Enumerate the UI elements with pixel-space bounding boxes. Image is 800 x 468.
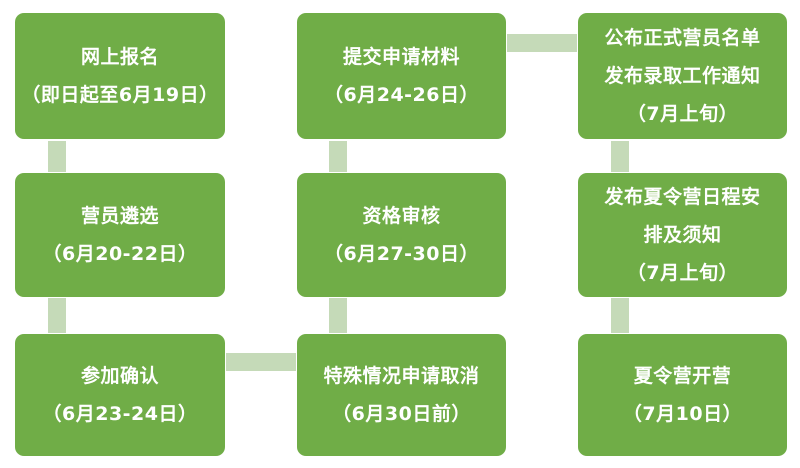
connector-review-to-materials: [329, 141, 347, 172]
step-date: （6月24-26日）: [324, 84, 479, 106]
step-special-cancellation: 特殊情况申请取消 （6月30日前）: [297, 334, 506, 456]
step-title: 参加确认: [80, 365, 159, 387]
step-publish-schedule: 发布夏令营日程安 排及须知 （7月上旬）: [578, 173, 787, 297]
step-camp-opening: 夏令营开营 （7月10日）: [578, 334, 787, 456]
step-subtitle: 发布录取工作通知: [604, 65, 761, 87]
connector-schedule-to-opening: [611, 298, 629, 333]
step-date: （6月30日前）: [332, 403, 471, 425]
connector-cancellation-to-review: [329, 298, 347, 333]
step-date: （即日起至6月19日）: [21, 84, 219, 106]
step-title: 提交申请材料: [342, 46, 460, 68]
step-title: 资格审核: [362, 205, 441, 227]
step-qualification-review: 资格审核 （6月27-30日）: [297, 173, 506, 297]
step-participation-confirmation: 参加确认 （6月23-24日）: [15, 334, 225, 456]
step-title-continued: 排及须知: [643, 224, 722, 246]
step-date: （7月上旬）: [626, 262, 739, 284]
step-title: 网上报名: [80, 46, 159, 68]
connector-confirmation-to-cancellation: [226, 353, 296, 371]
step-date: （7月上旬）: [626, 103, 739, 125]
step-title: 夏令营开营: [633, 365, 732, 387]
connector-selection-to-confirmation: [48, 298, 66, 333]
connector-materials-to-camper-list: [507, 34, 577, 52]
step-date: （7月10日）: [622, 403, 743, 425]
step-title: 营员遴选: [80, 205, 159, 227]
connector-registration-to-selection: [48, 141, 66, 172]
step-title: 发布夏令营日程安: [604, 186, 761, 208]
step-date: （6月23-24日）: [42, 403, 198, 425]
step-title: 公布正式营员名单: [604, 27, 761, 49]
step-date: （6月20-22日）: [42, 243, 198, 265]
step-submit-materials: 提交申请材料 （6月24-26日）: [297, 13, 506, 139]
step-camper-selection: 营员遴选 （6月20-22日）: [15, 173, 225, 297]
step-title: 特殊情况申请取消: [323, 365, 480, 387]
step-online-registration: 网上报名 （即日起至6月19日）: [15, 13, 225, 139]
step-publish-camper-list: 公布正式营员名单 发布录取工作通知 （7月上旬）: [578, 13, 787, 139]
connector-camper-list-to-schedule: [611, 141, 629, 172]
step-date: （6月27-30日）: [324, 243, 479, 265]
